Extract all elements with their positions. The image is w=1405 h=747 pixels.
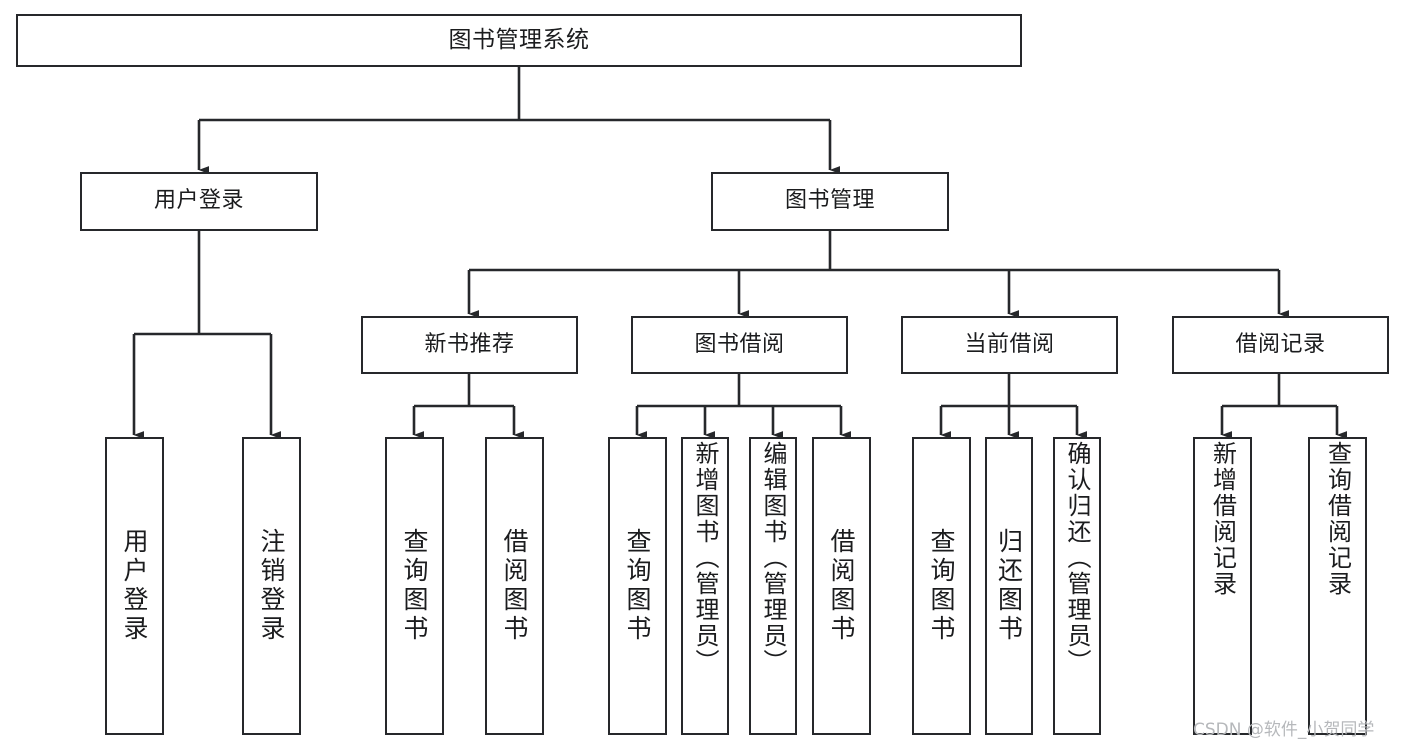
node-leaf-add-book-label: 新增图书（管理员） [691,441,719,675]
node-leaf-add-book[interactable]: 新增图书（管理员） [681,437,729,735]
node-user-login[interactable]: 用户登录 [80,172,318,231]
node-leaf-query-book-2-label: 查询图书 [623,528,652,644]
node-leaf-query-record[interactable]: 查询借阅记录 [1308,437,1367,735]
node-book-manage[interactable]: 图书管理 [711,172,949,231]
node-leaf-user-logout[interactable]: 注销登录 [242,437,301,735]
node-leaf-borrow-book-2[interactable]: 借阅图书 [812,437,871,735]
node-user-login-label: 用户登录 [153,188,244,214]
node-root-label: 图书管理系统 [448,26,590,53]
node-leaf-query-book-1[interactable]: 查询图书 [385,437,444,735]
node-leaf-user-login-label: 用户登录 [120,528,149,644]
node-leaf-edit-book[interactable]: 编辑图书（管理员） [749,437,797,735]
node-leaf-user-login[interactable]: 用户登录 [105,437,164,735]
node-leaf-add-record[interactable]: 新增借阅记录 [1193,437,1252,735]
node-new-book-rec[interactable]: 新书推荐 [361,316,578,374]
node-root[interactable]: 图书管理系统 [16,14,1022,67]
node-leaf-user-logout-label: 注销登录 [257,528,286,644]
node-borrow-record[interactable]: 借阅记录 [1172,316,1389,374]
node-leaf-borrow-book-1-label: 借阅图书 [500,528,529,644]
node-book-borrow[interactable]: 图书借阅 [631,316,848,374]
node-leaf-query-book-3-label: 查询图书 [927,528,956,644]
node-new-book-rec-label: 新书推荐 [424,331,515,357]
node-leaf-borrow-book-1[interactable]: 借阅图书 [485,437,544,735]
node-current-borrow-label: 当前借阅 [964,331,1055,357]
node-leaf-query-record-label: 查询借阅记录 [1323,441,1352,597]
node-current-borrow[interactable]: 当前借阅 [901,316,1118,374]
node-leaf-query-book-2[interactable]: 查询图书 [608,437,667,735]
node-borrow-record-label: 借阅记录 [1235,331,1326,357]
node-leaf-return-book[interactable]: 归还图书 [985,437,1033,735]
node-leaf-query-book-3[interactable]: 查询图书 [912,437,971,735]
node-leaf-edit-book-label: 编辑图书（管理员） [759,441,787,675]
node-leaf-add-record-label: 新增借阅记录 [1208,441,1237,597]
csdn-watermark: CSDN @软件_小贺同学 [1193,720,1375,740]
node-book-manage-label: 图书管理 [784,188,875,214]
node-leaf-query-book-1-label: 查询图书 [400,528,429,644]
node-leaf-borrow-book-2-label: 借阅图书 [827,528,856,644]
node-leaf-confirm-return-label: 确认归还（管理员） [1063,441,1091,675]
node-leaf-confirm-return[interactable]: 确认归还（管理员） [1053,437,1101,735]
node-leaf-return-book-label: 归还图书 [994,528,1024,644]
node-book-borrow-label: 图书借阅 [694,331,785,357]
